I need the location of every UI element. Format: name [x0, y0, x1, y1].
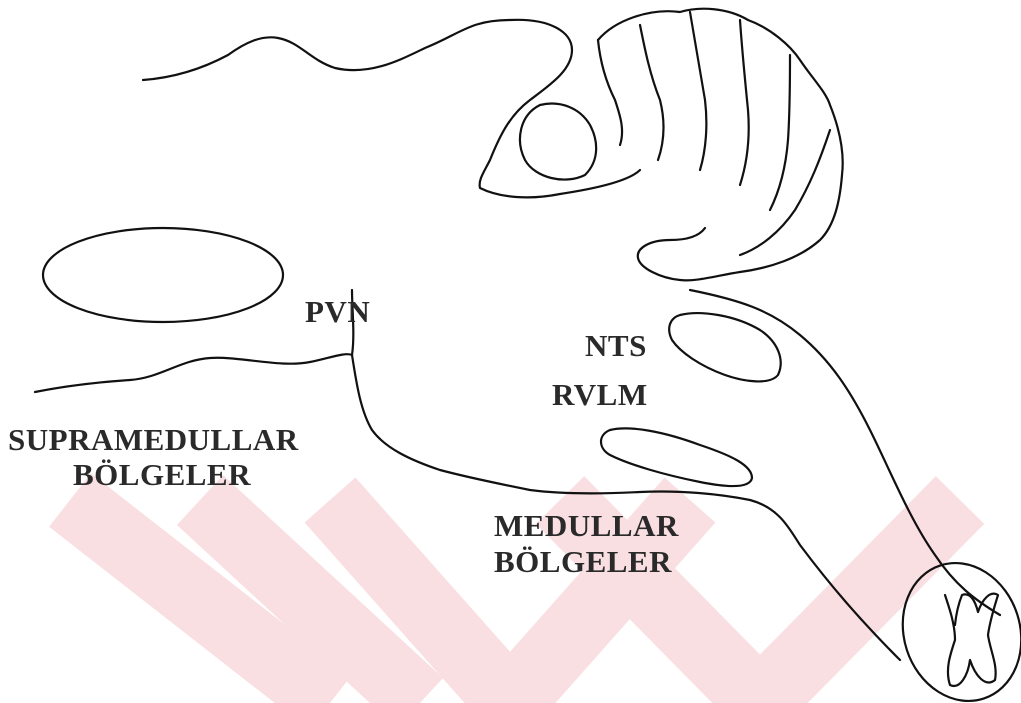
brain-outline: [143, 20, 640, 198]
rvlm-nucleus: [601, 428, 752, 486]
label-medullar-line1: MEDULLAR: [494, 508, 679, 543]
cerebellum-folium-5: [770, 55, 790, 210]
cerebellum-folium-1: [598, 40, 622, 145]
cerebellum-folium-4: [740, 20, 749, 185]
cerebellum-folium-2: [640, 25, 664, 160]
label-supramedullar-line2: BÖLGELER: [73, 457, 251, 492]
cerebellum-outline: [598, 9, 843, 281]
cerebellum: [520, 9, 843, 281]
nts-nucleus: [669, 313, 780, 381]
label-supramedullar-line1: SUPRAMEDULLAR: [8, 422, 299, 457]
brainstem-dorsal-line: [690, 290, 1000, 615]
label-pvn: PVN: [305, 294, 370, 329]
label-nts: NTS: [585, 328, 647, 363]
thalamus-ellipse: [43, 228, 283, 322]
cerebellum-folium-3: [690, 12, 706, 170]
label-rvlm: RVLM: [552, 377, 648, 412]
label-medullar-line2: BÖLGELER: [494, 544, 672, 579]
cerebellum-folium-6: [740, 130, 830, 255]
cerebellum-inner-lobe: [520, 104, 596, 180]
